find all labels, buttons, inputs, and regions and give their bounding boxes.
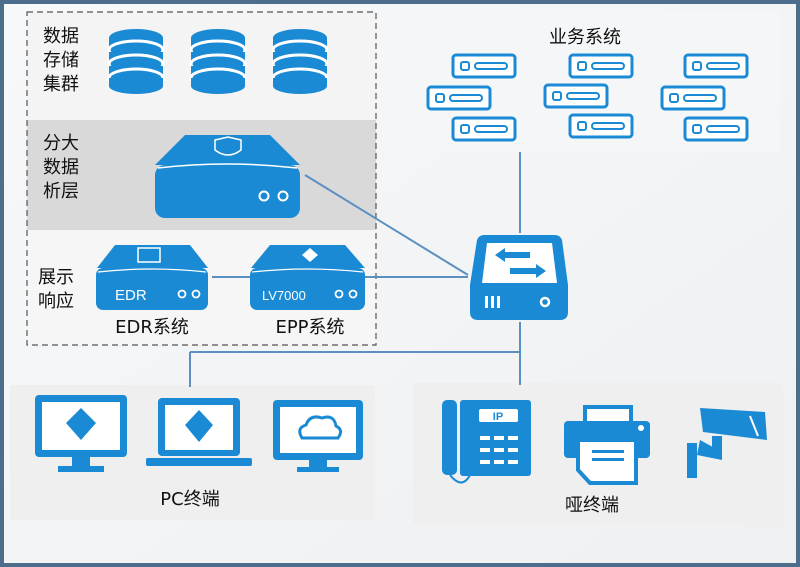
edr-device: EDR (96, 245, 208, 310)
storage-label-1: 数据 (43, 26, 79, 47)
epp-device-text: LV7000 (262, 288, 306, 303)
display-label-2: 响应 (38, 291, 74, 312)
database-icon (189, 27, 247, 96)
laptop-search-icon (137, 247, 161, 263)
shield-logo-icon (302, 248, 318, 262)
desktop-icon (35, 395, 127, 472)
analysis-label-1: 分大 (43, 133, 79, 154)
laptop-icon (146, 398, 252, 466)
edr-caption: EDR系统 (115, 317, 189, 338)
cloud-monitor-icon (273, 400, 363, 472)
business-title: 业务系统 (549, 27, 621, 48)
database-icon (107, 27, 165, 96)
database-icon (271, 27, 329, 96)
network-switch-icon (470, 235, 568, 320)
analysis-label-3: 析层 (43, 181, 79, 202)
dumb-terminal-label: 哑终端 (565, 495, 619, 516)
cloud-shield-server-icon (155, 135, 300, 218)
phone-ip-text: IP (493, 411, 503, 423)
storage-label-3: 集群 (43, 74, 79, 95)
connection-lines (189, 152, 521, 387)
epp-caption: EPP系统 (275, 317, 344, 338)
edr-device-text: EDR (115, 287, 147, 304)
ip-phone-icon: IP (442, 400, 531, 484)
security-camera-icon (687, 408, 767, 478)
analysis-label-2: 数据 (43, 157, 79, 178)
server-rack-icon (426, 53, 749, 142)
pc-label: PC终端 (160, 489, 219, 510)
platform-dashed-box (26, 11, 377, 346)
storage-label-2: 存储 (43, 50, 79, 71)
printer-icon (564, 405, 650, 485)
display-label-1: 展示 (38, 267, 74, 288)
epp-device: LV7000 (250, 245, 365, 310)
